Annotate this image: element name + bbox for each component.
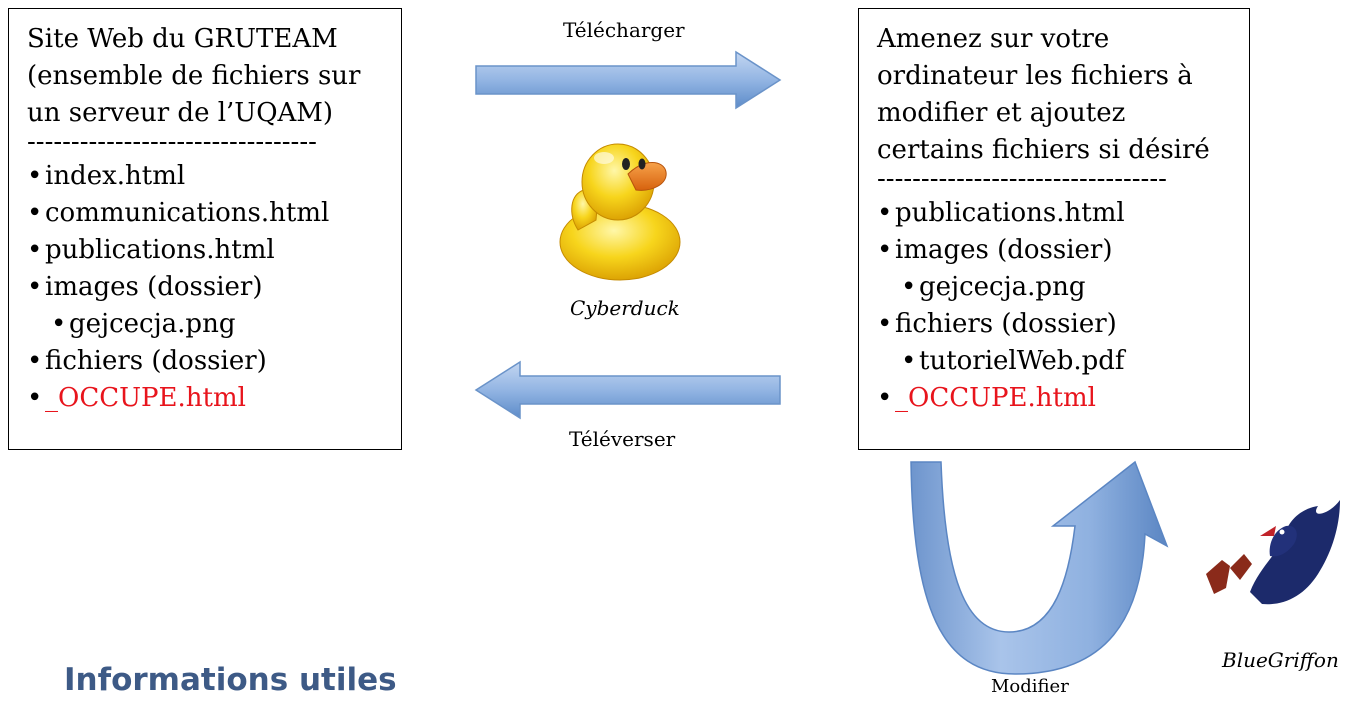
bullet-icon: • [51,309,67,339]
file-item: •publications.html [27,232,387,269]
download-label: Télécharger [563,18,685,42]
file-item: •_OCCUPE.html [877,380,1235,417]
bullet-icon: • [27,383,43,413]
right-file-box: Amenez sur votre ordinateur les fichiers… [858,8,1250,450]
file-name: gejcecja.png [69,309,236,339]
griffon-icon [1206,500,1340,605]
bullet-icon: • [27,272,43,302]
file-item: •index.html [27,158,387,195]
modify-label: Modifier [991,676,1069,697]
file-item: •images (dossier) [877,232,1235,269]
bullet-icon: • [27,346,43,376]
right-box-separator: --------------------------------- [877,169,1167,194]
file-item: •fichiers (dossier) [27,343,387,380]
bullet-icon: • [877,198,893,228]
right-file-list: •publications.html•images (dossier)•gejc… [877,195,1235,417]
file-item: •_OCCUPE.html [27,380,387,417]
right-box-title: Amenez sur votre ordinateur les fichiers… [877,24,1210,165]
cyberduck-label: Cyberduck [570,296,680,320]
bullet-icon: • [901,272,917,302]
file-name: publications.html [45,235,275,265]
bullet-icon: • [877,383,893,413]
file-name: communications.html [45,198,330,228]
file-item: •communications.html [27,195,387,232]
download-arrow [475,50,782,110]
file-item: •publications.html [877,195,1235,232]
left-box-separator: --------------------------------- [27,132,317,157]
bluegriffon-label: BlueGriffon [1222,648,1339,672]
file-name: fichiers (dossier) [895,309,1117,339]
file-name: fichiers (dossier) [45,346,267,376]
upload-label: Téléverser [569,427,676,451]
duck-icon [559,143,681,281]
left-box-title: Site Web du GRUTEAM (ensemble de fichier… [27,24,361,128]
file-item: •gejcecja.png [27,306,387,343]
page-title: Informations utiles [64,662,397,698]
bullet-icon: • [27,161,43,191]
bullet-icon: • [27,235,43,265]
modify-arrow [910,460,1169,675]
file-name: tutorielWeb.pdf [919,346,1125,376]
left-file-list: •index.html•communications.html•publicat… [27,158,387,417]
file-name: images (dossier) [895,235,1113,265]
file-name: _OCCUPE.html [45,383,246,413]
file-item: •fichiers (dossier) [877,306,1235,343]
file-name: gejcecja.png [919,272,1086,302]
bullet-icon: • [27,198,43,228]
bullet-icon: • [877,235,893,265]
file-name: publications.html [895,198,1125,228]
file-name: images (dossier) [45,272,263,302]
left-file-box: Site Web du GRUTEAM (ensemble de fichier… [8,8,402,450]
bullet-icon: • [877,309,893,339]
file-item: •tutorielWeb.pdf [877,343,1235,380]
bullet-icon: • [901,346,917,376]
upload-arrow [474,360,781,420]
file-item: •gejcecja.png [877,269,1235,306]
file-name: _OCCUPE.html [895,383,1096,413]
file-name: index.html [45,161,186,191]
file-item: •images (dossier) [27,269,387,306]
